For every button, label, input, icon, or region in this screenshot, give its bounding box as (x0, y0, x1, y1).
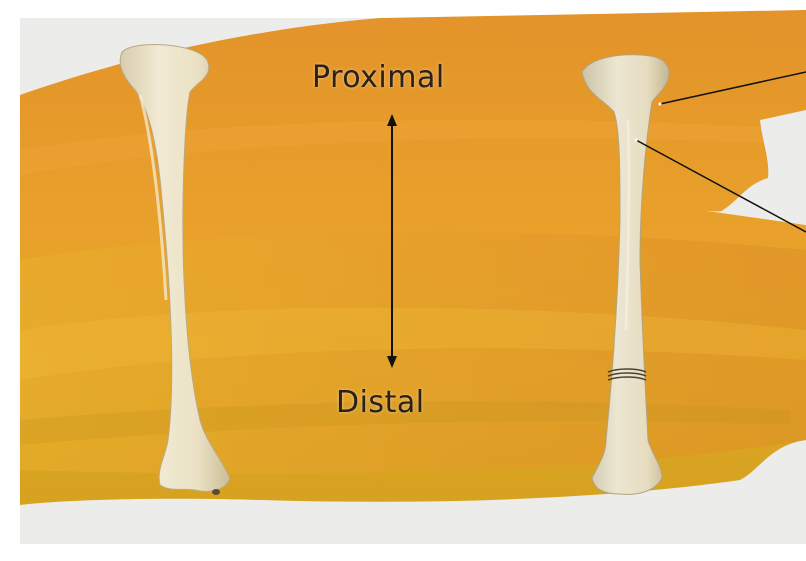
distal-label: Distal (336, 385, 425, 420)
proximal-label: Proximal (312, 60, 445, 95)
